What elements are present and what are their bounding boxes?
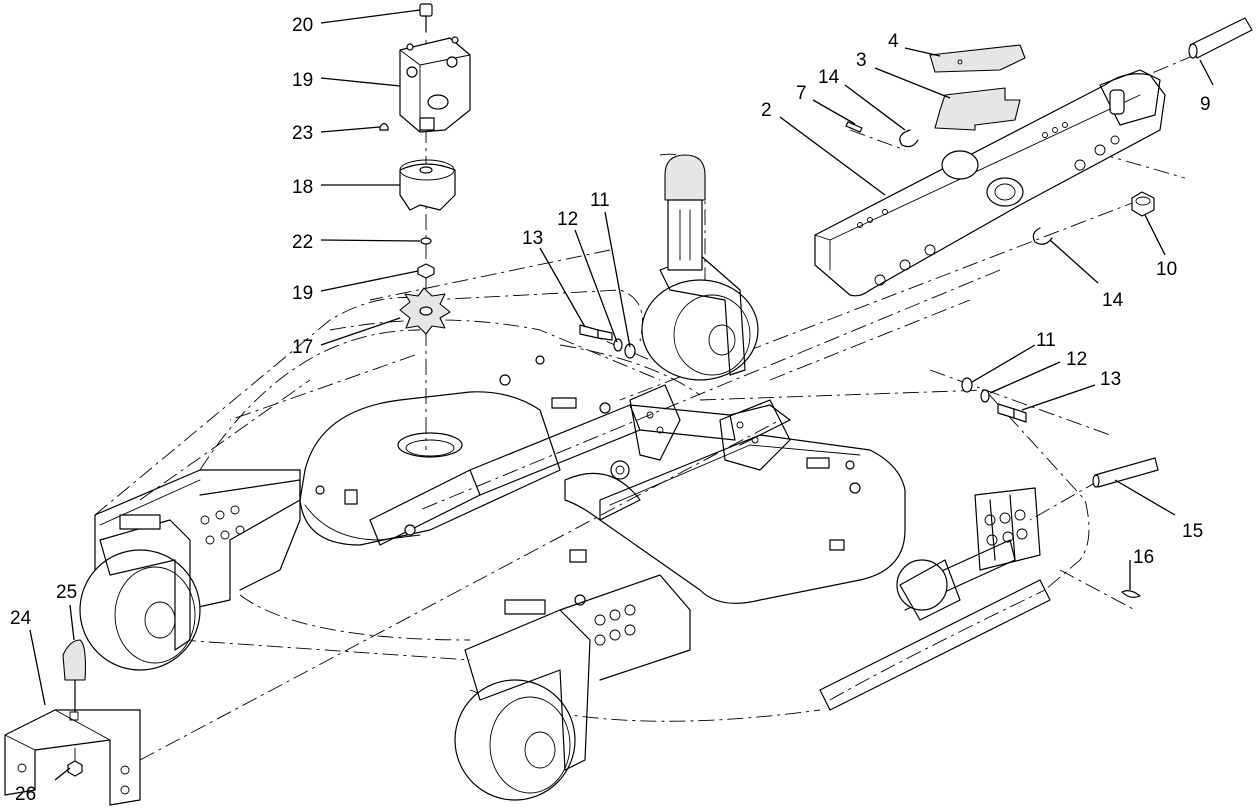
callout-13-left: 13: [522, 228, 543, 249]
callout-labels: 20 19 23 18 22 19 17 13 12 11 4 3 14 7 2…: [10, 15, 1211, 805]
callout-14-upper: 14: [818, 67, 840, 88]
part-20-bolt: [419, 3, 433, 33]
callout-19-nut: 19: [292, 283, 313, 304]
callout-4: 4: [888, 31, 899, 52]
callout-17: 17: [292, 337, 313, 358]
callout-24: 24: [10, 608, 32, 629]
part-14-retaining-ring-lower: [1032, 227, 1053, 245]
part-7-pin: [845, 121, 863, 133]
part-2-lift-arm: [814, 69, 1166, 297]
part-9-bolt: [1188, 17, 1253, 59]
part-16-hairpin: [1121, 590, 1141, 598]
hardware-set-right: [961, 377, 1027, 423]
part-19-hydraulic-motor: [399, 36, 471, 133]
callout-7: 7: [796, 83, 807, 104]
callout-22: 22: [292, 232, 313, 253]
part-15-pin: [1092, 457, 1159, 488]
callout-26: 26: [15, 784, 36, 805]
callout-23: 23: [292, 123, 313, 144]
part-10-nut: [1131, 191, 1155, 217]
part-25-bumper: [62, 639, 86, 713]
callout-18: 18: [292, 177, 313, 198]
callout-25: 25: [56, 582, 77, 603]
callout-16: 16: [1133, 547, 1154, 568]
roller-right: [896, 559, 961, 621]
callout-19-motor: 19: [292, 70, 313, 91]
part-3-pad: [934, 87, 1021, 131]
deck-structure: [94, 355, 1051, 711]
part-18-coupler: [399, 159, 456, 211]
callout-13-right: 13: [1100, 369, 1121, 390]
callout-2: 2: [761, 100, 772, 121]
part-22-washer: [420, 237, 432, 245]
caster-wheel-left: [79, 514, 201, 671]
callout-11-right: 11: [1036, 330, 1056, 351]
part-4-pad: [929, 44, 1026, 73]
callout-9: 9: [1200, 94, 1211, 115]
callout-15: 15: [1182, 521, 1203, 542]
part-24-bracket: [4, 709, 141, 806]
part-14-retaining-ring-upper: [899, 129, 919, 148]
callout-20: 20: [292, 15, 313, 36]
part-26-nut: [67, 760, 83, 777]
callout-10: 10: [1156, 259, 1177, 280]
part-23-key: [379, 122, 389, 131]
callout-11-left: 11: [590, 190, 610, 211]
callout-12-left: 12: [557, 209, 578, 230]
callout-12-right: 12: [1066, 349, 1087, 370]
leader-lines: [29, 9, 1214, 781]
part-17-spider: [399, 287, 451, 335]
callout-14-lower: 14: [1102, 290, 1124, 311]
part-19-nut: [417, 263, 435, 279]
caster-wheel-rear: [641, 154, 759, 381]
callout-3: 3: [856, 50, 867, 71]
hardware-set-left: [579, 324, 636, 359]
rear-mount-bracket: [974, 487, 1041, 571]
caster-wheel-center: [454, 574, 691, 801]
